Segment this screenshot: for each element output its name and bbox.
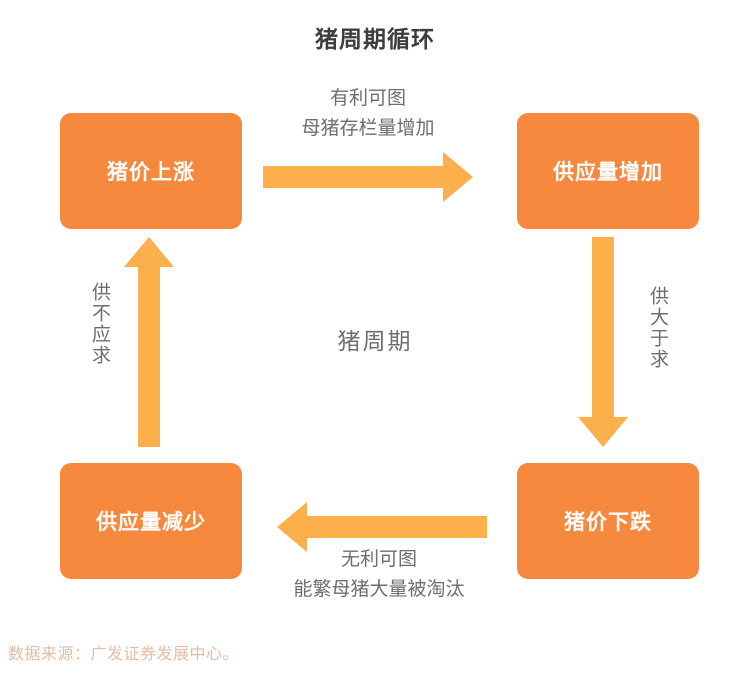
node-label: 猪价下跌 xyxy=(564,511,652,534)
node-label: 猪价上涨 xyxy=(107,161,195,184)
node-pig-price-up[interactable]: 猪价上涨 xyxy=(60,113,242,229)
node-pig-price-down[interactable]: 猪价下跌 xyxy=(517,463,699,579)
arrow-shaft xyxy=(263,166,445,188)
arrow-head xyxy=(578,417,628,447)
edge-label-line: 母猪存栏量增加 xyxy=(301,118,435,139)
arrow-shaft xyxy=(138,265,160,447)
node-supply-decrease[interactable]: 供应量减少 xyxy=(60,463,242,579)
arrow-up-icon xyxy=(124,237,174,447)
node-label: 供应量减少 xyxy=(96,511,206,534)
edge-label-top: 有利可图 母猪存栏量增加 xyxy=(255,84,481,144)
edge-label-right: 供大于求 xyxy=(647,286,668,370)
arrow-head xyxy=(277,502,307,552)
arrow-right-icon xyxy=(263,152,473,202)
edge-label-line: 有利可图 xyxy=(329,88,406,109)
arrow-left-icon xyxy=(277,502,487,552)
page-title: 猪周期循环 xyxy=(315,26,435,52)
edge-label-left: 供不应求 xyxy=(89,282,110,366)
arrow-shaft xyxy=(592,237,614,419)
edge-label-bottom: 无利可图 能繁母猪大量被淘汰 xyxy=(249,545,509,605)
arrow-head xyxy=(443,152,473,202)
node-supply-increase[interactable]: 供应量增加 xyxy=(517,113,699,229)
arrow-head xyxy=(124,237,174,267)
edge-label-line: 能繁母猪大量被淘汰 xyxy=(293,579,465,600)
arrow-down-icon xyxy=(578,237,628,447)
source-footer: 数据来源：广发证券发展中心。 xyxy=(8,646,240,663)
edge-label-line: 无利可图 xyxy=(340,549,417,570)
node-label: 供应量增加 xyxy=(553,161,663,184)
arrow-shaft xyxy=(305,516,487,538)
center-label: 猪周期 xyxy=(337,328,413,354)
